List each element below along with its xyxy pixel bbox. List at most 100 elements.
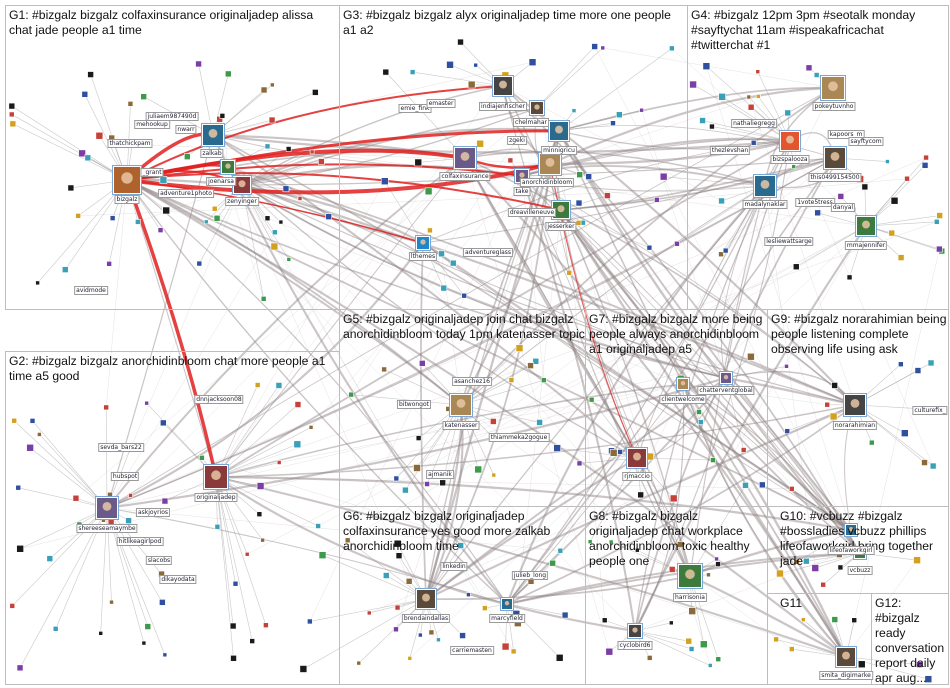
node-avatar[interactable] <box>759 481 766 489</box>
hub-node-indiajen[interactable] <box>492 75 514 97</box>
node-avatar[interactable] <box>561 611 569 619</box>
node-avatar[interactable] <box>676 541 684 548</box>
node-avatar[interactable] <box>784 363 789 369</box>
node-avatar[interactable] <box>689 80 697 89</box>
node-avatar[interactable] <box>127 101 134 107</box>
node-avatar[interactable] <box>381 366 387 373</box>
node-avatar[interactable] <box>140 93 147 100</box>
node-avatar[interactable] <box>776 569 784 578</box>
node-avatar[interactable] <box>144 623 152 630</box>
node-avatar[interactable] <box>851 617 858 624</box>
hub-node-brenda[interactable] <box>415 588 437 610</box>
hub-node-joenarsa[interactable] <box>220 159 236 175</box>
hub-node-katenasser[interactable] <box>449 393 473 417</box>
hub-node-smita[interactable] <box>835 646 857 668</box>
node-avatar[interactable] <box>461 292 468 299</box>
node-avatar[interactable] <box>125 517 132 524</box>
hub-node-this0499[interactable] <box>823 146 847 170</box>
node-avatar[interactable] <box>898 361 904 368</box>
node-avatar[interactable] <box>144 400 149 406</box>
node-avatar[interactable] <box>820 581 826 588</box>
node-avatar[interactable] <box>203 219 209 225</box>
node-avatar[interactable] <box>135 219 141 225</box>
node-avatar[interactable] <box>668 620 674 626</box>
node-label-chelmahar[interactable]: chelmahar <box>513 118 549 127</box>
node-avatar[interactable] <box>515 344 524 352</box>
node-avatar[interactable] <box>229 622 237 630</box>
node-avatar[interactable] <box>413 464 421 472</box>
node-avatar[interactable] <box>308 425 314 430</box>
hub-node-lifeofaworkgirl[interactable] <box>844 523 858 537</box>
node-avatar[interactable] <box>26 443 34 452</box>
node-avatar[interactable] <box>784 428 791 434</box>
node-avatar[interactable] <box>160 419 167 427</box>
node-avatar[interactable] <box>128 493 133 498</box>
hub-node-madalyn[interactable] <box>753 174 777 198</box>
node-label-sevda[interactable]: sevda_bars22 <box>98 443 144 452</box>
node-avatar[interactable] <box>286 257 292 262</box>
node-avatar[interactable] <box>532 357 540 365</box>
node-label-nwarr[interactable]: nwarr <box>175 125 197 134</box>
hub-node-zalkab[interactable] <box>201 123 225 147</box>
node-avatar[interactable] <box>718 197 725 205</box>
node-avatar[interactable] <box>831 616 839 623</box>
node-avatar[interactable] <box>109 599 114 605</box>
node-avatar[interactable] <box>244 551 250 557</box>
node-avatar[interactable] <box>415 435 422 441</box>
node-avatar[interactable] <box>746 94 752 100</box>
node-label-thatchickpam[interactable]: thatchickpam <box>107 139 153 148</box>
node-avatar[interactable] <box>718 251 724 258</box>
node-avatar[interactable] <box>588 396 595 403</box>
node-avatar[interactable] <box>457 542 464 549</box>
node-avatar[interactable] <box>646 655 653 661</box>
node-label-pokeytuvnho[interactable]: pokeytuvnho <box>812 102 856 111</box>
node-avatar[interactable] <box>714 556 719 562</box>
node-avatar[interactable] <box>927 359 935 367</box>
node-label-grant[interactable]: _grant <box>140 168 164 177</box>
node-avatar[interactable] <box>15 484 22 491</box>
node-avatar[interactable] <box>35 280 40 286</box>
node-label-sayftycom[interactable]: sayftycom <box>848 137 884 146</box>
node-avatar[interactable] <box>196 260 203 267</box>
node-avatar[interactable] <box>707 663 713 668</box>
hub-node-jesserker[interactable] <box>551 200 571 220</box>
node-label-cyclobird[interactable]: cyclobird6 <box>617 641 653 650</box>
node-label-marcy[interactable]: marcyfield <box>489 614 525 623</box>
node-avatar[interactable] <box>264 143 271 150</box>
node-avatar[interactable] <box>646 244 653 251</box>
node-label-juliaem[interactable]: juliaem987490d <box>145 112 199 121</box>
node-label-vcbuzz[interactable]: vcbuzz <box>847 566 873 575</box>
node-avatar[interactable] <box>249 638 256 644</box>
hub-node-shereese[interactable] <box>95 496 119 520</box>
node-avatar[interactable] <box>706 572 711 578</box>
node-avatar[interactable] <box>756 94 761 99</box>
node-label-madalyn[interactable]: madalynaklar <box>742 200 788 209</box>
node-avatar[interactable] <box>103 404 109 411</box>
node-label-mmajennifer[interactable]: mmajennifer <box>844 241 888 250</box>
node-label-thezlevshan[interactable]: thezlevshan <box>709 146 751 155</box>
node-label-adventureglass[interactable]: adventureglass <box>462 248 514 257</box>
node-avatar[interactable] <box>428 629 435 636</box>
node-avatar[interactable] <box>282 185 290 193</box>
node-label-asanchez[interactable]: asanchez16 <box>452 377 492 386</box>
node-label-ajmanik[interactable]: ajmanik <box>426 470 454 479</box>
node-avatar[interactable] <box>230 654 237 662</box>
node-avatar[interactable] <box>159 176 168 184</box>
node-avatar[interactable] <box>285 146 292 152</box>
node-avatar[interactable] <box>576 171 583 179</box>
node-avatar[interactable] <box>696 409 702 415</box>
node-avatar[interactable] <box>393 475 400 482</box>
node-label-jesserker[interactable]: jesserker <box>545 222 577 231</box>
node-label-this0499[interactable]: this0499154500 <box>808 173 862 182</box>
node-avatar[interactable] <box>61 266 69 273</box>
node-avatar[interactable] <box>9 120 17 128</box>
node-avatar[interactable] <box>698 419 704 425</box>
node-avatar[interactable] <box>897 254 905 261</box>
node-label-zgeki[interactable]: zgeki <box>507 136 527 145</box>
node-avatar[interactable] <box>309 149 315 155</box>
node-label-lifeofaworkgirl[interactable]: lifeofaworkgirl <box>827 546 875 555</box>
node-avatar[interactable] <box>490 418 497 425</box>
node-avatar[interactable] <box>467 80 476 89</box>
node-avatar[interactable] <box>913 556 921 564</box>
hub-node-chatterventglobal[interactable] <box>719 371 733 385</box>
